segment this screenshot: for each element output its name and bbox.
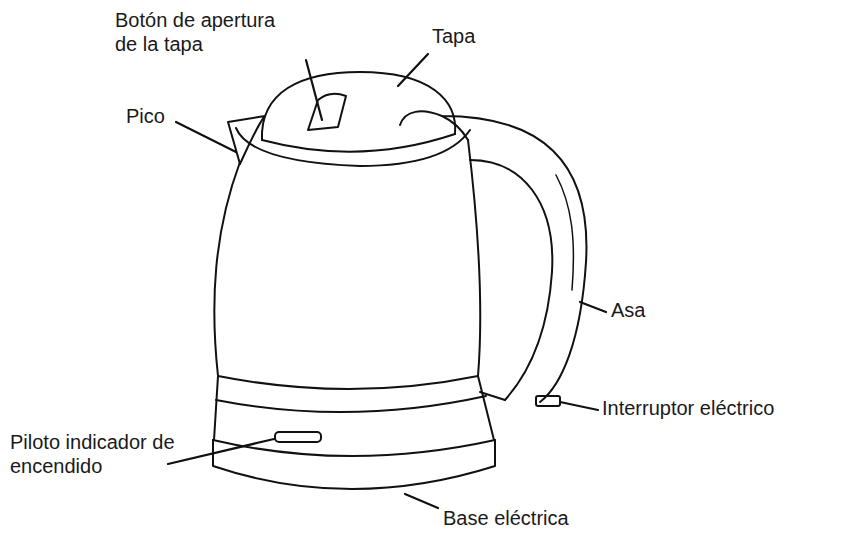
spout [228, 116, 265, 164]
kettle-body-right [468, 140, 480, 376]
kettle-collar [236, 128, 470, 166]
leader-line [560, 402, 598, 410]
leader-line [580, 302, 606, 312]
lid-dome [262, 72, 455, 140]
power-base-body [213, 440, 495, 489]
part-label: Base eléctrica [443, 506, 569, 530]
handle-grip [556, 175, 573, 290]
part-label: Tapa [432, 24, 475, 48]
kettle-body-left [214, 162, 240, 376]
part-label: Botón de apertura de la tapa [115, 8, 300, 56]
body-band [218, 376, 478, 389]
lid-rim [262, 134, 455, 152]
leader-line [168, 439, 274, 464]
leader-line [306, 60, 322, 120]
handle-inner [470, 160, 552, 400]
lid-button [308, 94, 346, 130]
handle-outline [400, 111, 586, 402]
body-foot [214, 376, 494, 440]
power-switch [536, 396, 560, 406]
handle-joint [442, 116, 505, 400]
part-label: Piloto indicador de encendido [10, 430, 178, 478]
part-label: Interruptor eléctrico [602, 396, 774, 420]
part-label: Pico [126, 104, 165, 128]
part-label: Asa [611, 298, 645, 322]
leader-lines [168, 54, 606, 508]
body-band-lower [216, 396, 486, 412]
leader-line [405, 494, 438, 508]
leader-line [398, 54, 428, 86]
indicator-light [275, 432, 321, 442]
leader-line [176, 122, 236, 152]
